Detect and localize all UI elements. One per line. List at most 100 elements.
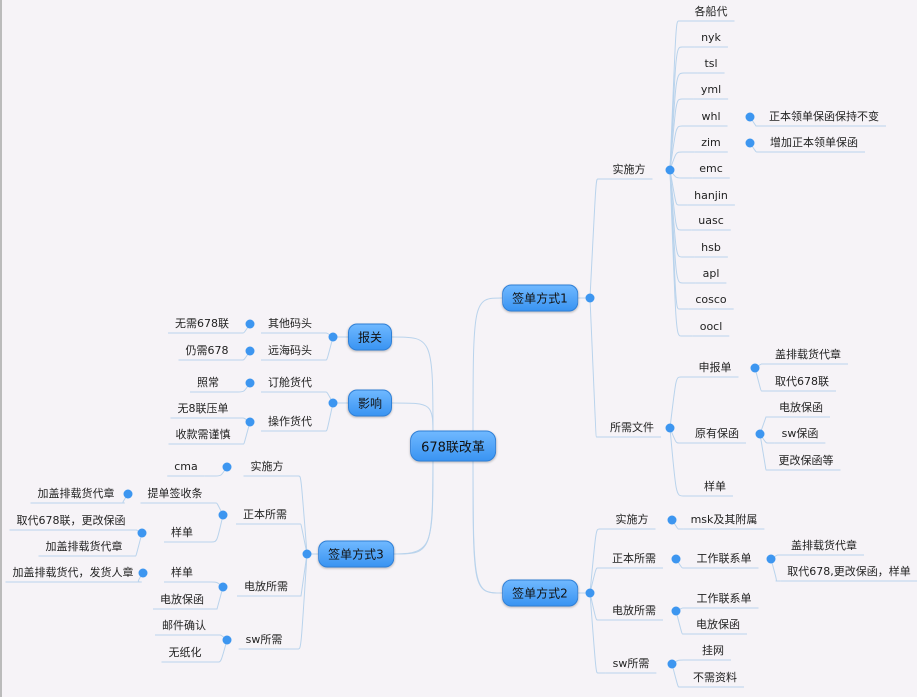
topic-sign1-docs-sample[interactable]: 样单: [704, 480, 726, 493]
topic-customs-far-label[interactable]: 远海码头: [268, 344, 312, 357]
topic-sign1-docs-declare-items-1[interactable]: 取代678联: [775, 375, 829, 388]
collapse-dot-icon[interactable]: [245, 378, 255, 388]
collapse-dot-icon[interactable]: [302, 549, 312, 559]
topic-customs-other-label[interactable]: 其他码头: [268, 317, 312, 330]
topic-sign2-telex-items-1[interactable]: 电放保函: [696, 618, 740, 631]
topic-sign3-sw-items-0[interactable]: 邮件确认: [162, 619, 206, 632]
topic-sign1-docs-label[interactable]: 所需文件: [610, 421, 654, 434]
topic-customs-other-item[interactable]: 无需678联: [175, 317, 229, 330]
collapse-dot-icon[interactable]: [585, 293, 595, 303]
topic-sign2-sw-label[interactable]: sw所需: [612, 657, 650, 670]
collapse-dot-icon[interactable]: [137, 528, 147, 538]
topic-impact-operation-label[interactable]: 操作货代: [268, 415, 312, 428]
collapse-dot-icon[interactable]: [222, 462, 232, 472]
topic-sign1-impl-items-7[interactable]: hanjin: [694, 189, 728, 202]
topic-sign1-impl-items-1[interactable]: nyk: [701, 31, 721, 44]
main-topic-customs-label[interactable]: 报关: [347, 323, 393, 351]
collapse-dot-icon[interactable]: [218, 582, 228, 592]
topic-sign3-impl-label[interactable]: 实施方: [250, 460, 284, 473]
topic-sign1-impl-items-5[interactable]: zim: [701, 136, 721, 149]
topic-customs-far-item[interactable]: 仍需678: [185, 344, 229, 357]
collapse-dot-icon[interactable]: [665, 165, 675, 175]
topic-impact-booking-item[interactable]: 照常: [197, 376, 219, 389]
main-topic-sign3-label[interactable]: 签单方式3: [318, 540, 394, 568]
connector-line: [472, 297, 503, 439]
topic-sign2-original-label[interactable]: 正本所需: [612, 552, 656, 565]
collapse-dot-icon[interactable]: [245, 346, 255, 356]
collapse-dot-icon[interactable]: [585, 588, 595, 598]
topic-sign1-impl-items-4[interactable]: whl: [701, 110, 721, 123]
topic-sign3-telex-sample-item[interactable]: 加盖排载货代，发货人章: [12, 566, 134, 579]
topic-sign3-telex-label[interactable]: 电放所需: [244, 580, 288, 593]
topic-sign3-original-receipt-label[interactable]: 提单签收条: [147, 487, 203, 500]
topic-sign3-original-sample-label[interactable]: 样单: [171, 526, 193, 539]
topic-sign3-telex-guarantee[interactable]: 电放保函: [160, 593, 204, 606]
topic-sign2-sw-items-0[interactable]: 挂网: [702, 644, 724, 657]
topic-sign1-impl-whl_note[interactable]: 正本领单保函保持不变: [769, 110, 879, 123]
collapse-dot-icon[interactable]: [671, 554, 681, 564]
topic-sign2-impl-item[interactable]: msk及其附属: [690, 513, 758, 526]
topic-sign2-original-items-1[interactable]: 取代678,更改保函，样单: [787, 565, 911, 578]
topic-sign1-impl-items-11[interactable]: cosco: [695, 293, 727, 306]
topic-sign1-impl-items-3[interactable]: yml: [700, 83, 722, 96]
topic-sign3-original-label[interactable]: 正本所需: [243, 508, 287, 521]
collapse-dot-icon[interactable]: [750, 363, 760, 373]
collapse-dot-icon[interactable]: [245, 417, 255, 427]
topic-sign1-docs-guarantee-label[interactable]: 原有保函: [695, 427, 739, 440]
topic-sign1-impl-items-12[interactable]: oocl: [699, 320, 723, 333]
main-topic-sign1-label[interactable]: 签单方式1: [502, 284, 578, 312]
topic-sign1-impl-items-9[interactable]: hsb: [701, 241, 721, 254]
collapse-dot-icon[interactable]: [328, 398, 338, 408]
collapse-dot-icon[interactable]: [665, 423, 675, 433]
connector-line: [669, 20, 688, 171]
topic-sign1-impl-items-6[interactable]: emc: [699, 162, 723, 175]
main-topic-sign2-label[interactable]: 签单方式2: [502, 579, 578, 607]
collapse-dot-icon[interactable]: [671, 606, 681, 616]
collapse-dot-icon[interactable]: [745, 138, 755, 148]
topic-sign3-original-receipt-item[interactable]: 加盖排载货代章: [37, 487, 115, 500]
topic-sign2-telex-label[interactable]: 电放所需: [612, 604, 656, 617]
collapse-dot-icon[interactable]: [218, 510, 228, 520]
topic-sign2-sw-items-1[interactable]: 不需资料: [693, 671, 737, 684]
topic-sign3-original-sample-items-1[interactable]: 加盖排载货代章: [45, 540, 123, 553]
root-topic-root[interactable]: 678联改革: [410, 430, 496, 462]
collapse-dot-icon[interactable]: [745, 112, 755, 122]
topic-sign1-impl-items-10[interactable]: apl: [702, 267, 720, 280]
topic-sign1-impl-items-8[interactable]: uasc: [698, 214, 724, 227]
collapse-dot-icon[interactable]: [138, 568, 148, 578]
topic-impact-operation-items-1[interactable]: 收款需谨慎: [175, 428, 231, 441]
collapse-dot-icon[interactable]: [766, 554, 776, 564]
collapse-dot-icon[interactable]: [123, 489, 133, 499]
topic-sign2-telex-items-0[interactable]: 工作联系单: [696, 592, 752, 605]
topic-sign3-telex-sample-label[interactable]: 样单: [171, 566, 193, 579]
topic-impact-booking-label[interactable]: 订舱货代: [268, 376, 312, 389]
topic-sign2-original-items-0[interactable]: 盖排载货代章: [791, 539, 857, 552]
main-topic-impact-label[interactable]: 影响: [347, 389, 393, 417]
topic-sign3-original-sample-items-0[interactable]: 取代678联，更改保函: [16, 514, 126, 527]
topic-sign2-original-contact[interactable]: 工作联系单: [696, 552, 752, 565]
topic-sign1-docs-guarantee-items-1[interactable]: sw保函: [781, 427, 819, 440]
collapse-dot-icon[interactable]: [245, 319, 255, 329]
topic-impact-operation-items-0[interactable]: 无8联压单: [177, 402, 229, 415]
collapse-dot-icon[interactable]: [222, 635, 232, 645]
connector-line: [472, 437, 503, 594]
collapse-dot-icon[interactable]: [667, 659, 677, 669]
topic-sign3-impl-item[interactable]: cma: [174, 460, 198, 473]
window-edge: [0, 0, 2, 697]
topic-sign1-docs-declare-label[interactable]: 申报单: [698, 361, 732, 374]
topic-sign1-impl-items-0[interactable]: 各船代: [694, 5, 728, 18]
collapse-dot-icon[interactable]: [755, 429, 765, 439]
topic-sign3-sw-items-1[interactable]: 无纸化: [168, 646, 202, 659]
collapse-dot-icon[interactable]: [667, 515, 677, 525]
topic-sign1-impl-items-2[interactable]: tsl: [704, 57, 718, 70]
topic-sign3-sw-label[interactable]: sw所需: [245, 633, 283, 646]
topic-sign1-docs-guarantee-items-0[interactable]: 电放保函: [779, 401, 823, 414]
topic-sign2-impl-label[interactable]: 实施方: [615, 513, 649, 526]
topic-sign1-impl-zim_note[interactable]: 增加正本领单保函: [770, 136, 858, 149]
topic-sign1-docs-guarantee-items-2[interactable]: 更改保函等: [778, 454, 834, 467]
connector-line: [589, 528, 609, 594]
collapse-dot-icon[interactable]: [328, 332, 338, 342]
topic-sign1-impl-label[interactable]: 实施方: [612, 163, 646, 176]
topic-sign1-docs-declare-items-0[interactable]: 盖排载货代章: [775, 348, 841, 361]
